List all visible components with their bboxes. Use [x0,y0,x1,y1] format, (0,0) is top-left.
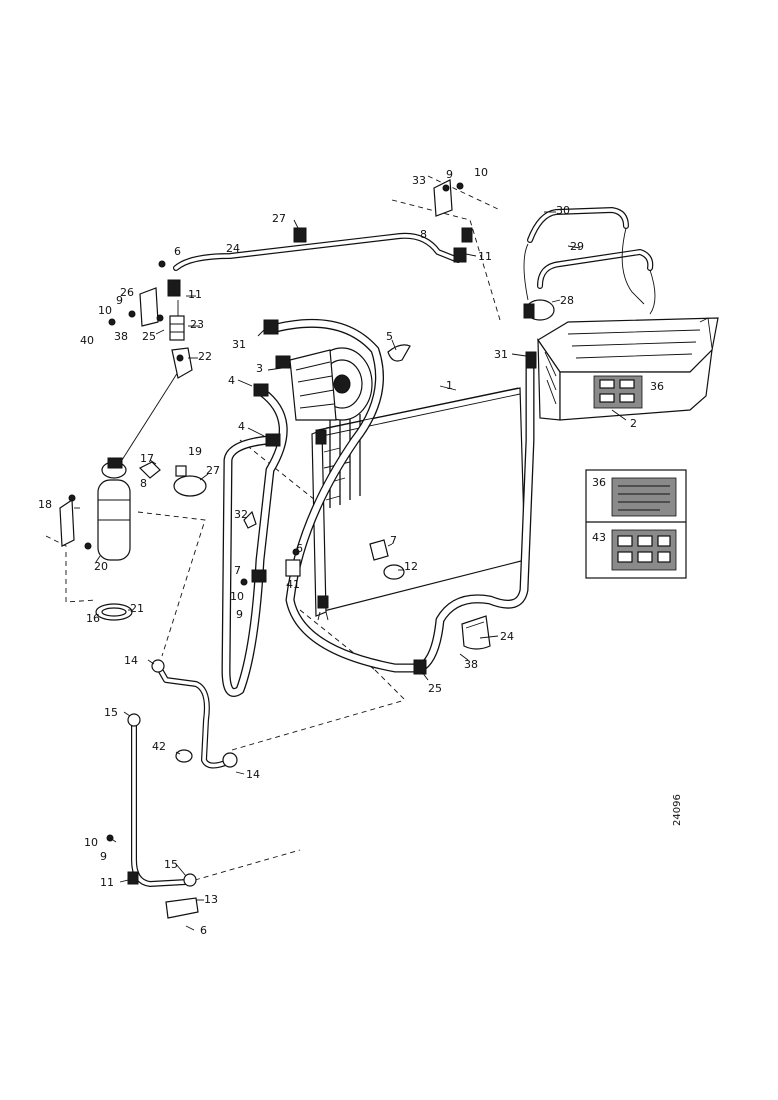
label-part-25: 25 [142,330,156,343]
label-part-20: 20 [94,560,108,573]
label-part-32: 32 [234,508,248,521]
label-part-7: 7 [234,564,241,577]
label-part-21: 21 [130,602,144,615]
label-part-1: 1 [446,379,453,392]
label-part-9: 9 [446,168,453,181]
label-part-29: 29 [570,240,584,253]
label-part-9: 9 [100,850,107,863]
receiver-drier [95,457,133,621]
label-part-25: 25 [428,682,442,695]
label-part-40: 40 [80,334,94,347]
label-part-19: 19 [188,445,202,458]
label-part-9: 9 [236,608,243,621]
label-part-27: 27 [272,212,286,225]
label-part-13: 13 [204,893,218,906]
label-part-41: 41 [286,578,300,591]
label-part-31: 31 [232,338,246,351]
label-part-24: 24 [500,630,514,643]
label-part-12: 12 [404,560,418,573]
label-part-10: 10 [98,304,112,317]
decal-label-36: 36 [592,476,606,489]
label-part-10: 10 [474,166,488,179]
label-part-3: 3 [256,362,263,375]
label-part-10: 10 [230,590,244,603]
small-parts [59,179,555,919]
label-part-8: 8 [140,477,147,490]
compressor [275,347,373,421]
label-part-7: 7 [390,534,397,547]
label-part-11: 11 [100,876,114,889]
label-part-6: 6 [200,924,207,937]
drawing-number: 24096 [672,794,683,826]
decal-panel [585,469,687,579]
label-part-30: 30 [556,204,570,217]
label-part-2: 2 [630,417,637,430]
label-part-4: 4 [228,374,235,387]
label-part-6: 6 [174,245,181,258]
label-part-5: 5 [386,330,393,343]
label-part-28: 28 [560,294,574,307]
label-part-33: 33 [412,174,426,187]
label-part-15: 15 [164,858,178,871]
label-part-26: 26 [120,286,134,299]
hoses [221,318,535,697]
assembly-lines [45,175,501,881]
label-part-8: 8 [420,228,427,241]
label-part-38: 38 [464,658,478,671]
label-part-15: 15 [104,706,118,719]
part-labels: 1 2 3 4 4 5 6 6 6 7 7 8 8 9 9 9 9 10 10 … [38,166,683,937]
label-part-4: 4 [238,420,245,433]
label-part-17: 17 [140,452,154,465]
label-part-27: 27 [206,464,220,477]
label-part-10: 10 [84,836,98,849]
label-part-31: 31 [494,348,508,361]
label-part-11: 11 [188,288,202,301]
label-part-16: 16 [86,612,100,625]
label-part-9: 9 [116,294,123,307]
label-part-22: 22 [198,350,212,363]
label-part-18: 18 [38,498,52,511]
label-part-23: 23 [190,318,204,331]
decal-label-43: 43 [592,531,606,544]
label-part-11: 11 [478,250,492,263]
evaporator-unit [537,317,719,421]
label-part-36: 36 [650,380,664,393]
label-part-6: 6 [296,542,303,555]
condenser [311,387,526,621]
label-part-38: 38 [114,330,128,343]
label-part-14: 14 [124,654,138,667]
leader-lines [74,211,627,931]
label-part-42: 42 [152,740,166,753]
label-part-24: 24 [226,242,240,255]
label-part-14: 14 [246,768,260,781]
